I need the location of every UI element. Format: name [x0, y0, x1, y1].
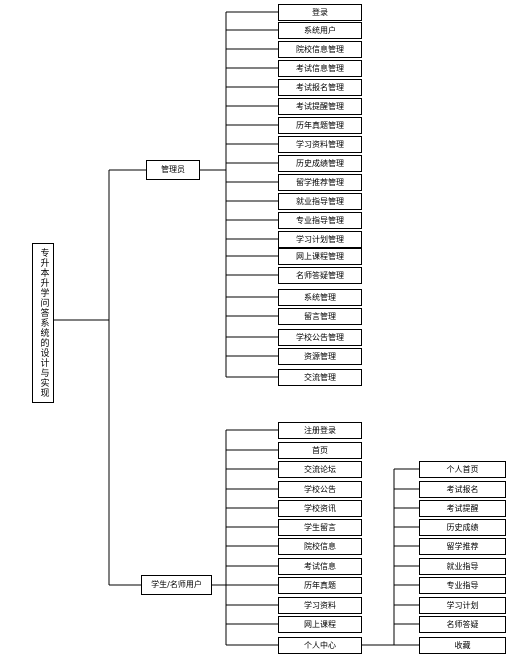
admin-item-17: 学校公告管理	[278, 329, 362, 346]
user-item-0: 注册登录	[278, 422, 362, 439]
user-item-10: 网上课程	[278, 616, 362, 633]
center-item-8: 名师答疑	[419, 616, 506, 633]
center-item-2: 考试提醒	[419, 500, 506, 517]
admin-item-5: 考试提醒管理	[278, 98, 362, 115]
admin-item-9: 留学推荐管理	[278, 174, 362, 191]
admin-item-0: 登录	[278, 4, 362, 21]
admin-node: 管理员	[146, 160, 200, 180]
user-item-4: 学校资讯	[278, 500, 362, 517]
center-item-4: 留学推荐	[419, 538, 506, 555]
admin-item-12: 学习计划管理	[278, 231, 362, 248]
root-node: 专升本升学问答系统的设计与实现	[32, 243, 54, 403]
user-item-1: 首页	[278, 442, 362, 459]
admin-item-4: 考试报名管理	[278, 79, 362, 96]
admin-item-19: 交流管理	[278, 369, 362, 386]
center-item-9: 收藏	[419, 637, 506, 654]
center-item-1: 考试报名	[419, 481, 506, 498]
user-item-2: 交流论坛	[278, 461, 362, 478]
admin-item-3: 考试信息管理	[278, 60, 362, 77]
user-node: 学生/名师用户	[141, 575, 212, 595]
admin-item-18: 资源管理	[278, 348, 362, 365]
admin-item-1: 系统用户	[278, 22, 362, 39]
admin-item-16: 留言管理	[278, 308, 362, 325]
admin-item-2: 院校信息管理	[278, 41, 362, 58]
user-item-6: 院校信息	[278, 538, 362, 555]
admin-item-7: 学习资料管理	[278, 136, 362, 153]
admin-item-14: 名师答疑管理	[278, 267, 362, 284]
center-item-0: 个人首页	[419, 461, 506, 478]
admin-item-11: 专业指导管理	[278, 212, 362, 229]
center-item-7: 学习计划	[419, 597, 506, 614]
user-item-11: 个人中心	[278, 637, 362, 654]
center-item-5: 就业指导	[419, 558, 506, 575]
admin-item-8: 历史成绩管理	[278, 155, 362, 172]
admin-item-10: 就业指导管理	[278, 193, 362, 210]
admin-item-13: 网上课程管理	[278, 248, 362, 265]
user-item-3: 学校公告	[278, 481, 362, 498]
admin-item-6: 历年真题管理	[278, 117, 362, 134]
user-item-7: 考试信息	[278, 558, 362, 575]
user-item-5: 学生留言	[278, 519, 362, 536]
admin-item-15: 系统管理	[278, 289, 362, 306]
user-item-9: 学习资料	[278, 597, 362, 614]
center-item-3: 历史成绩	[419, 519, 506, 536]
center-item-6: 专业指导	[419, 577, 506, 594]
user-item-8: 历年真题	[278, 577, 362, 594]
